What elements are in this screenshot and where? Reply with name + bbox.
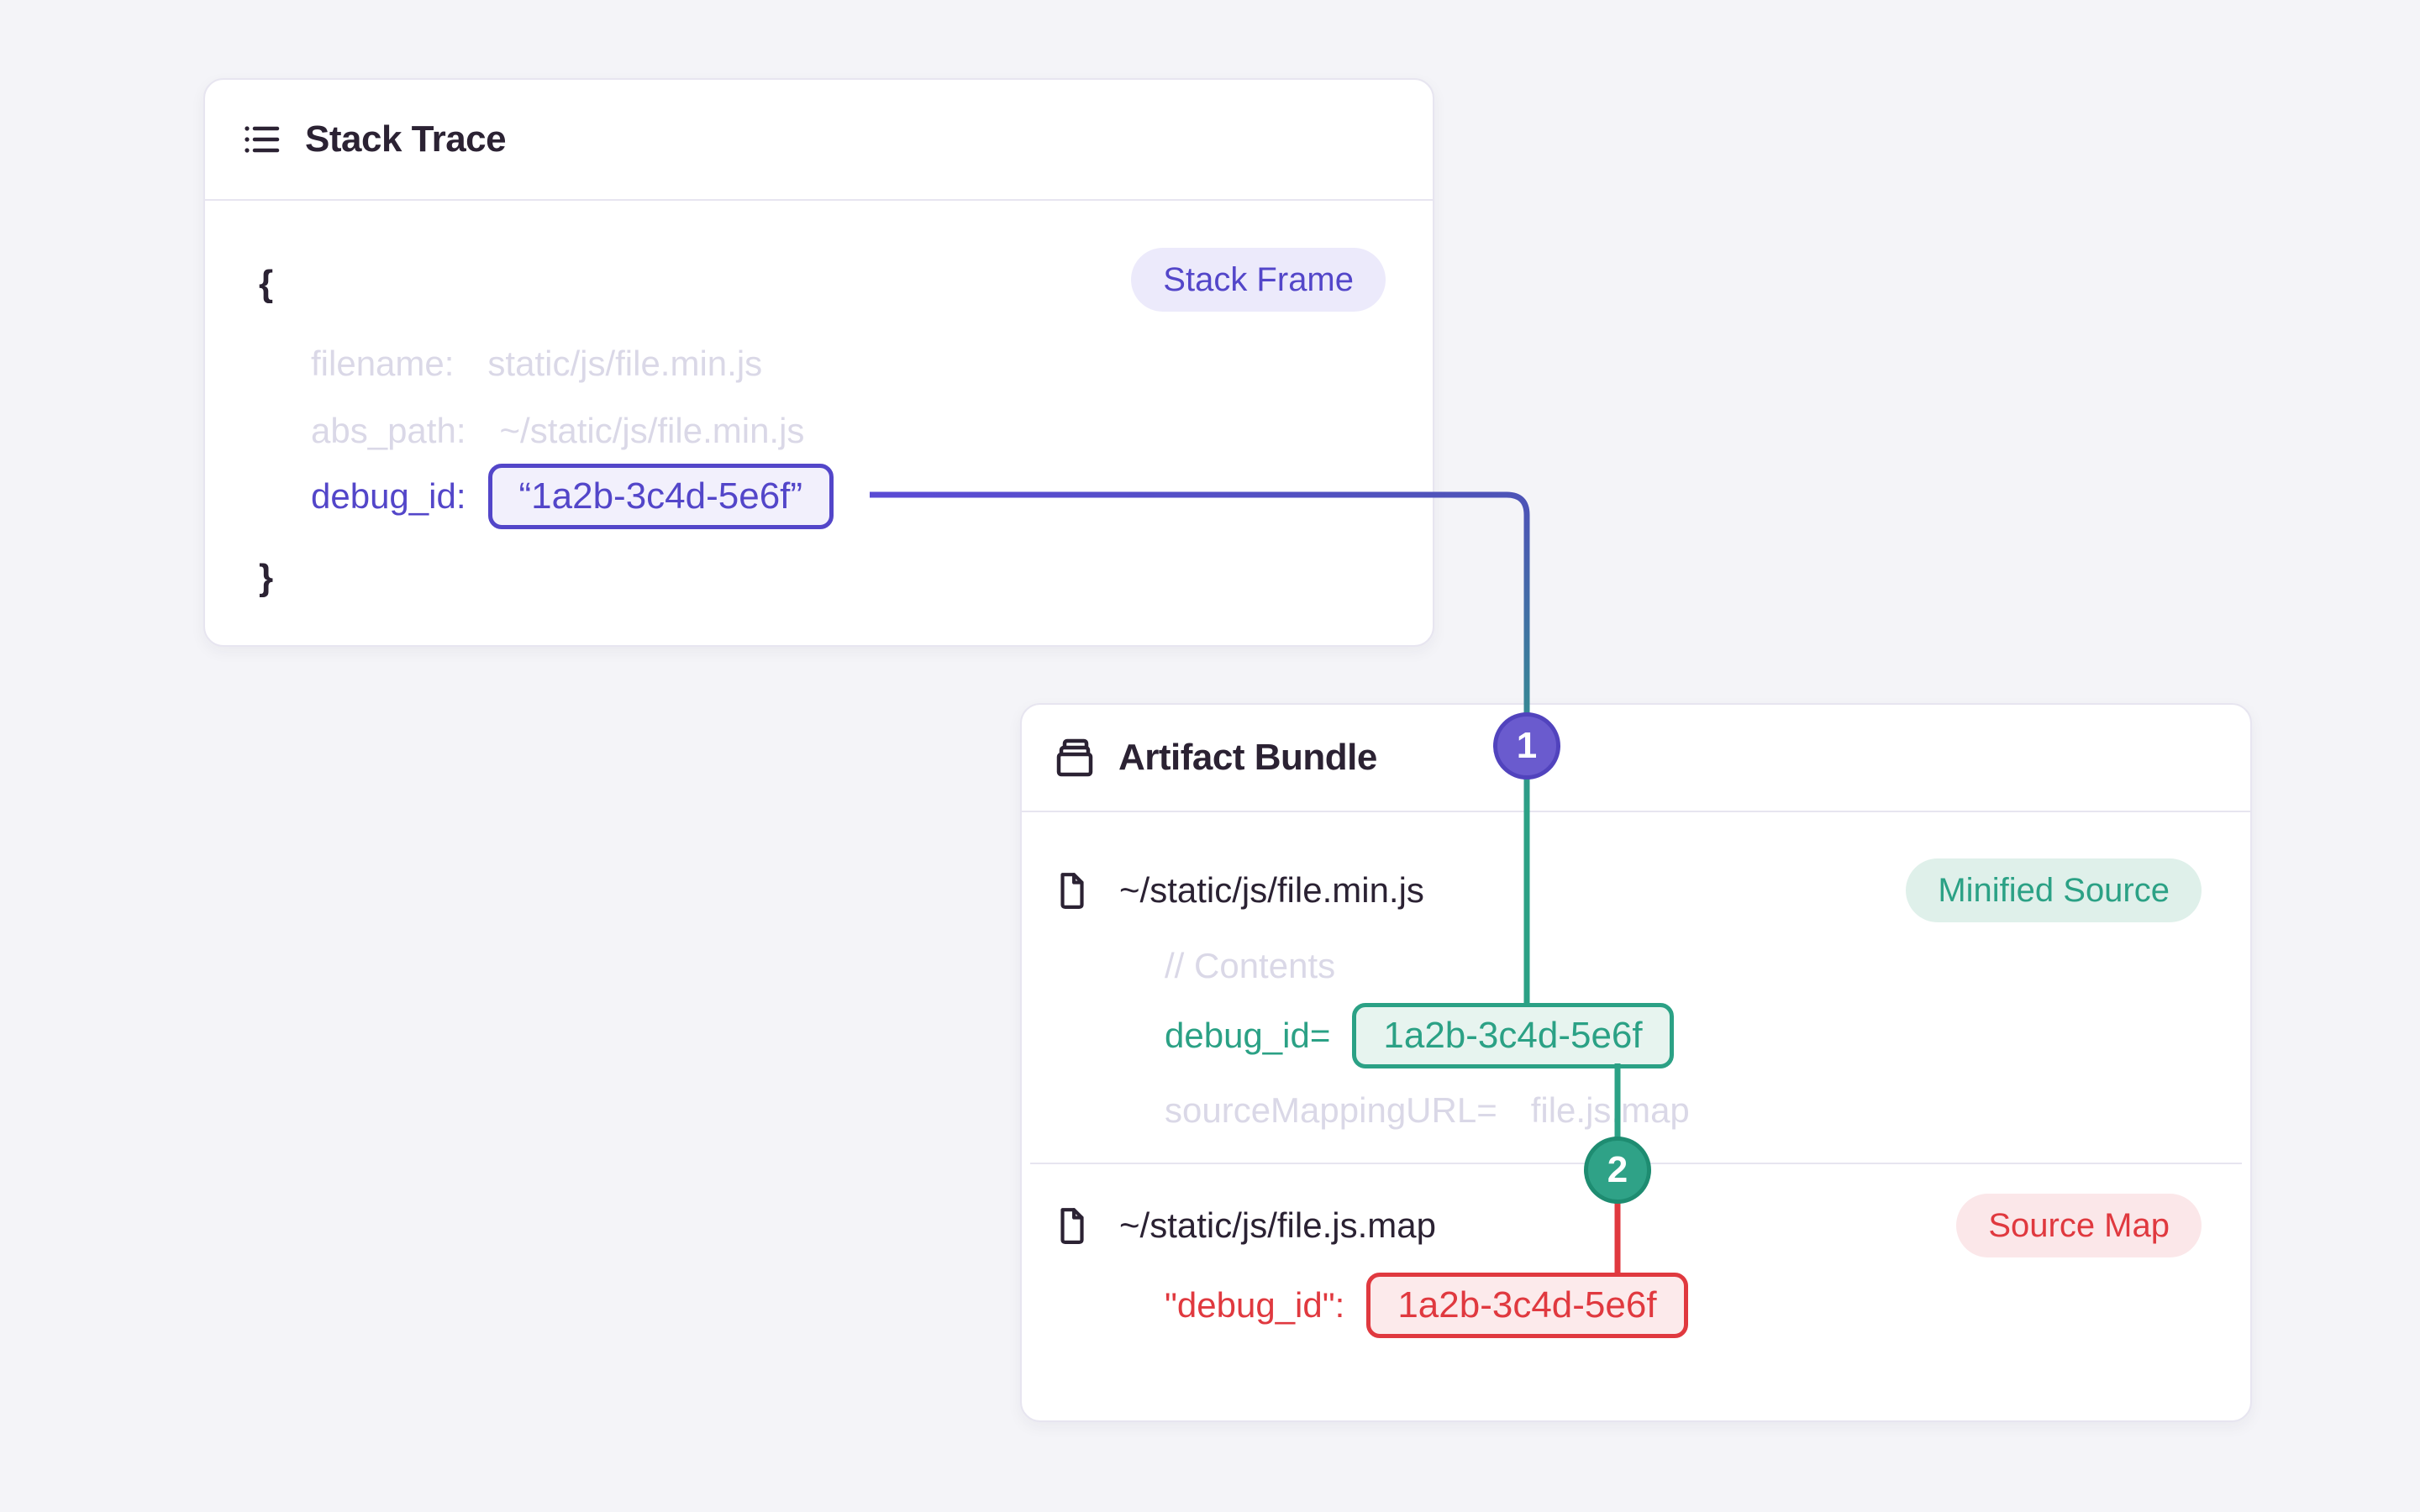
stack-frame-badge: Stack Frame <box>1131 248 1386 312</box>
list-icon <box>245 126 280 153</box>
sourcemap-debug-id-label: "debug_id": <box>1165 1285 1345 1325</box>
bundle-debug-id-row: debug_id= 1a2b-3c4d-5e6f <box>1165 1002 1674 1069</box>
archive-icon <box>1056 738 1093 777</box>
sourcemap-debug-id-row: "debug_id": 1a2b-3c4d-5e6f <box>1165 1272 1688 1339</box>
artifact-bundle-card: Artifact Bundle ~/static/js/file.min.js … <box>1020 703 2252 1422</box>
sourcemap-file: ~/static/js/file.js.map <box>1055 1205 1436 1246</box>
source-mapping-url-value: file.js.map <box>1530 1090 1690 1130</box>
file-icon <box>1060 873 1084 909</box>
filename-row: filename: static/js/file.min.js <box>311 330 762 397</box>
abs-path-row: abs_path: ~/static/js/file.min.js <box>311 397 804 465</box>
contents-comment: // Contents <box>1165 946 1336 985</box>
source-mapping-url-row: sourceMappingURL= file.js.map <box>1165 1077 1690 1144</box>
source-map-badge: Source Map <box>1956 1194 2202 1257</box>
bundle-debug-id-label: debug_id= <box>1165 1016 1331 1055</box>
source-mapping-url-label: sourceMappingURL= <box>1165 1090 1497 1130</box>
artifact-bundle-header: Artifact Bundle <box>1022 705 2250 812</box>
abs-path-value: ~/static/js/file.min.js <box>499 411 805 450</box>
stack-trace-title: Stack Trace <box>305 118 507 160</box>
filename-value: static/js/file.min.js <box>487 344 763 383</box>
filename-label: filename: <box>311 344 455 383</box>
stack-debug-id-value: “1a2b-3c4d-5e6f” <box>487 464 834 529</box>
step-2-badge: 2 <box>1584 1137 1651 1204</box>
minified-source-badge: Minified Source <box>1906 858 2202 922</box>
artifact-bundle-title: Artifact Bundle <box>1118 737 1377 778</box>
stack-frame-open-brace: { <box>259 263 274 304</box>
stack-trace-card: Stack Trace Stack Frame { filename: stat… <box>203 78 1434 647</box>
minified-file-path: ~/static/js/file.min.js <box>1119 870 1424 910</box>
stack-debug-id-row: debug_id: “1a2b-3c4d-5e6f” <box>311 463 834 530</box>
abs-path-label: abs_path: <box>311 411 466 450</box>
step-1-badge: 1 <box>1493 712 1560 780</box>
bundle-debug-id-value: 1a2b-3c4d-5e6f <box>1352 1003 1674 1068</box>
stack-trace-header: Stack Trace <box>205 80 1433 201</box>
stack-debug-id-label: debug_id: <box>311 476 466 516</box>
sourcemap-debug-id-value: 1a2b-3c4d-5e6f <box>1366 1273 1688 1338</box>
file-icon <box>1060 1208 1084 1244</box>
sourcemap-file-path: ~/static/js/file.js.map <box>1119 1205 1436 1245</box>
minified-file-row: ~/static/js/file.min.js Minified Source <box>1055 857 2202 924</box>
minified-file: ~/static/js/file.min.js <box>1055 870 1424 911</box>
sourcemap-file-row: ~/static/js/file.js.map Source Map <box>1055 1192 2202 1259</box>
stack-frame-close-brace: } <box>259 557 274 598</box>
